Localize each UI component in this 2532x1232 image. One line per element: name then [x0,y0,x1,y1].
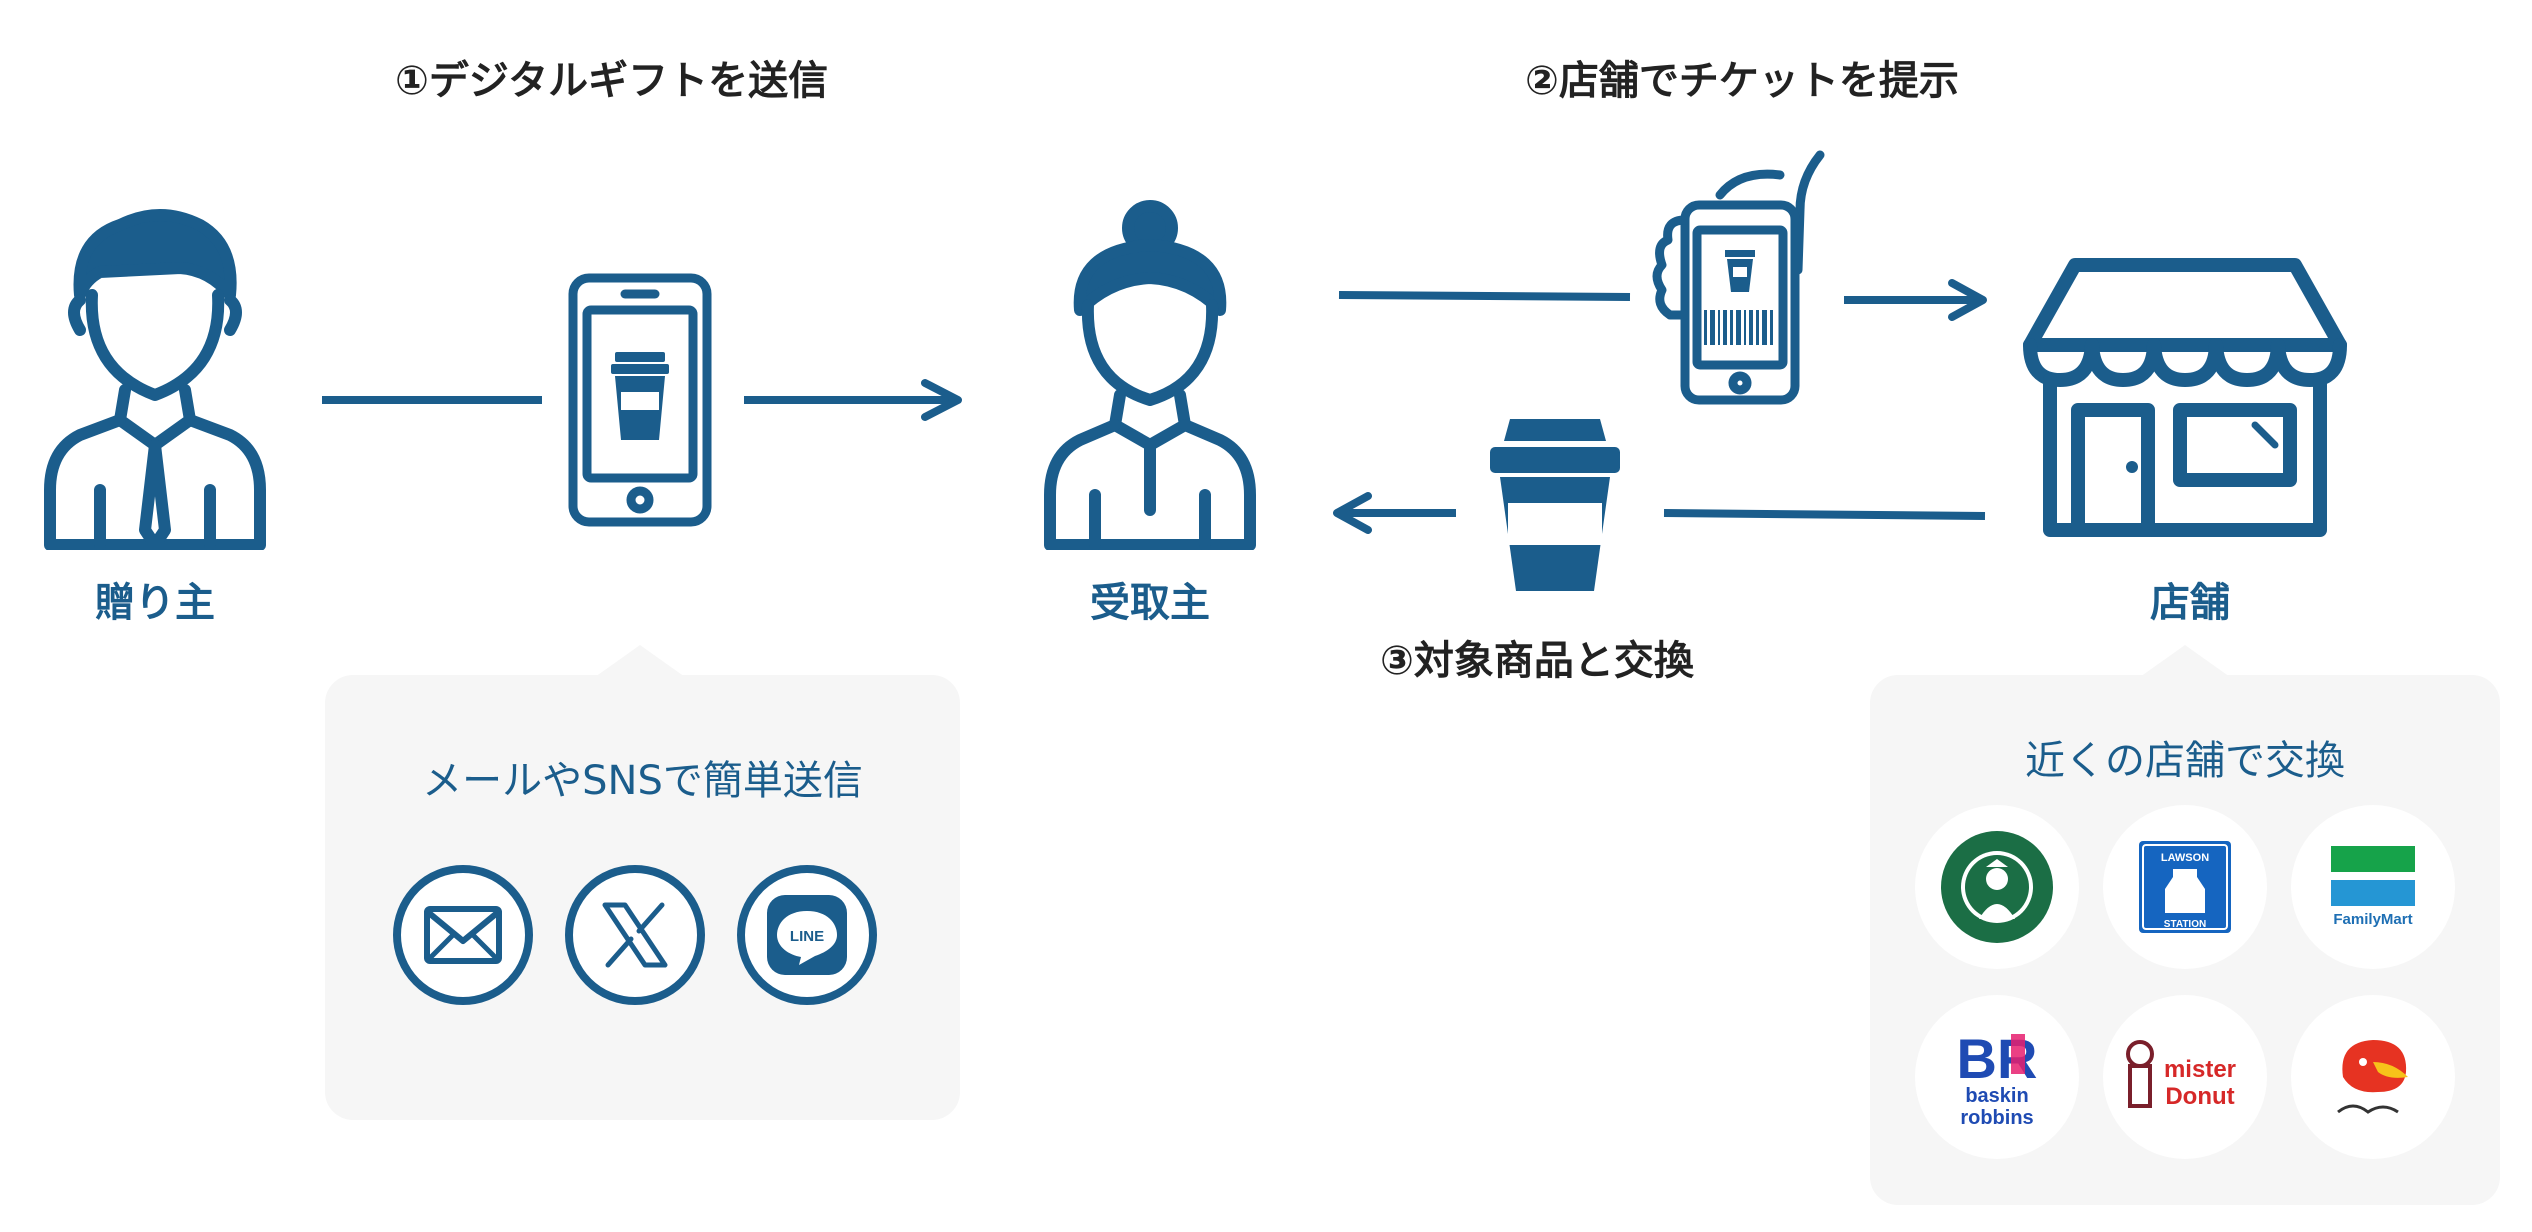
mail-share-button[interactable] [393,865,533,1005]
mister-donut-logo-line2: Donut [2165,1083,2234,1110]
starbucks-logo-icon [1941,831,2053,943]
x-logo-icon [602,902,668,968]
mister-donut-logo-icon: mister Donut [2126,1040,2236,1110]
callout-pointer [2140,645,2230,677]
brand-baskin-robbins[interactable]: BR baskin robbins [1915,995,2079,1159]
mail-icon [424,906,502,964]
step-2-heading: ②店舗でチケットを提示 [1525,58,1959,104]
baskin-robbins-logo-icon: BR baskin robbins [1957,1027,2038,1129]
br-logo-line1: baskin [1965,1085,2028,1107]
brand-dennys[interactable] [2291,995,2455,1159]
giver-person-icon [44,209,266,550]
lawson-logo-text: LAWSON [2161,852,2209,864]
br-logo-line2: robbins [1960,1107,2033,1129]
line-share-button[interactable]: LINE [737,865,877,1005]
receiver-label: 受取主 [1090,580,1210,626]
brand-mister-donut[interactable]: mister Donut [2103,995,2267,1159]
arrow-right-icon [1844,279,1987,321]
familymart-logo-icon: FamilyMart [2331,846,2415,928]
arrow-right-icon [744,379,962,421]
connector-line [1663,509,1986,520]
line-logo-icon: LINE [767,895,847,975]
x-share-button[interactable] [565,865,705,1005]
lawson-logo-icon: LAWSON STATION [2139,841,2231,933]
receiver-person-icon [1044,200,1256,550]
mister-donut-logo-line1: mister [2164,1056,2236,1083]
brand-lawson[interactable]: LAWSON STATION [2103,805,2267,969]
connector-line [1338,291,1631,301]
send-panel-title: メールやSNSで簡単送信 [422,758,863,804]
line-logo-text: LINE [790,928,824,945]
brand-familymart[interactable]: FamilyMart [2291,805,2455,969]
brand-starbucks[interactable] [1915,805,2079,969]
br-logo-text: BR [1957,1027,2038,1090]
store-panel-title: 近くの店舗で交換 [2025,738,2345,784]
phone-gift-icon [568,273,712,527]
coffee-cup-icon [1490,419,1620,591]
giver-label: 贈り主 [95,580,215,626]
familymart-logo-text: FamilyMart [2333,911,2412,928]
callout-pointer [595,645,685,677]
step-1-heading: ①デジタルギフトを送信 [395,58,829,104]
step-3-heading: ③対象商品と交換 [1380,638,1694,684]
dennys-logo-icon [2337,1040,2408,1114]
store-label: 店舗 [2150,580,2230,626]
phone-ticket-icon [1652,150,1825,405]
connector-line [322,396,542,404]
store-icon [2023,258,2347,537]
arrow-left-icon [1333,492,1456,534]
lawson-logo-subtext: STATION [2164,919,2206,930]
